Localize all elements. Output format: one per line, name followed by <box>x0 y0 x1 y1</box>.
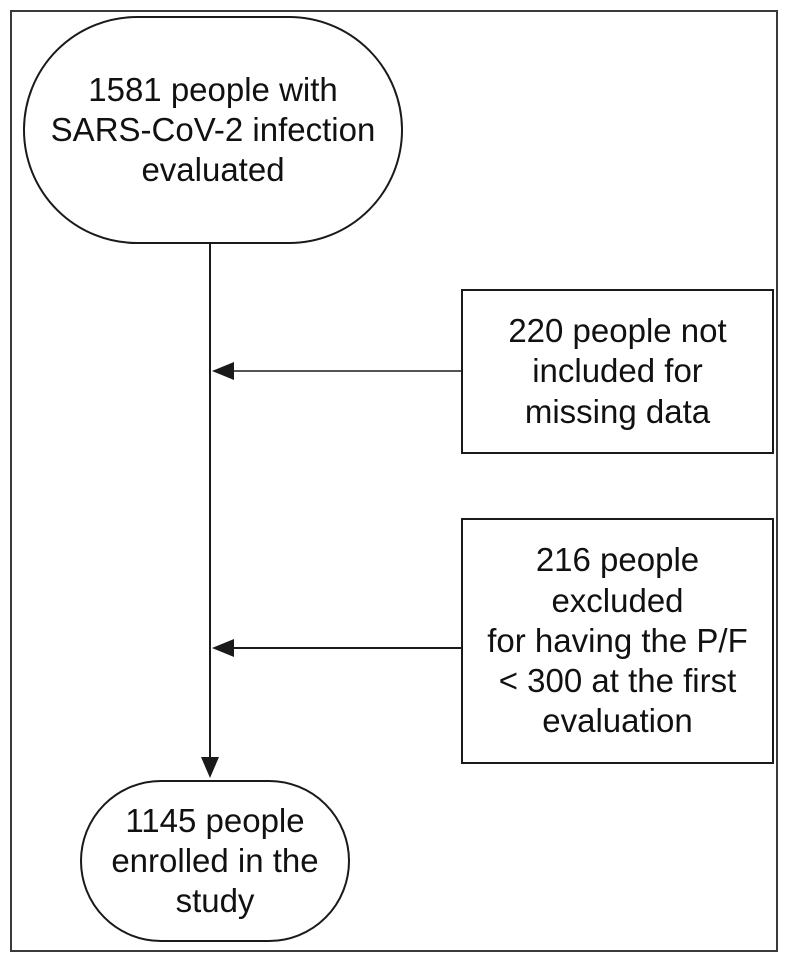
start-node-line-3: evaluated <box>141 151 285 189</box>
end-node-line-2: enrolled in the <box>111 841 319 879</box>
pf-ratio-line-2: excluded <box>551 581 684 619</box>
pf-exclusion-arrowhead <box>212 639 234 657</box>
pf-ratio-line-5: evaluation <box>542 702 693 740</box>
start-node-line-2: SARS-CoV-2 infection <box>50 110 376 148</box>
figure-frame <box>10 10 778 952</box>
end-node-line-3: study <box>175 882 255 920</box>
missing-data-line-3: missing data <box>524 392 711 430</box>
missing-data-line-1: 220 people not <box>508 312 727 350</box>
missing-data-line-2: included for <box>532 352 703 390</box>
pf-ratio-line-3: for having the P/F <box>487 621 748 659</box>
end-node-line-1: 1145 people <box>125 801 305 839</box>
end-terminal-node: 1145 people enrolled in the study <box>80 780 350 942</box>
main-flow-arrowhead <box>201 757 219 778</box>
start-node-line-1: 1581 people with <box>88 70 338 108</box>
pf-ratio-line-4: < 300 at the first <box>498 662 737 700</box>
pf-ratio-line-1: 216 people <box>535 541 700 579</box>
exclusion-box-pf-ratio: 216 people excluded for having the P/F <… <box>461 518 774 764</box>
missing-data-arrowhead <box>212 362 234 380</box>
start-terminal-node: 1581 people with SARS-CoV-2 infection ev… <box>23 16 403 244</box>
exclusion-box-missing-data: 220 people not included for missing data <box>461 289 774 454</box>
